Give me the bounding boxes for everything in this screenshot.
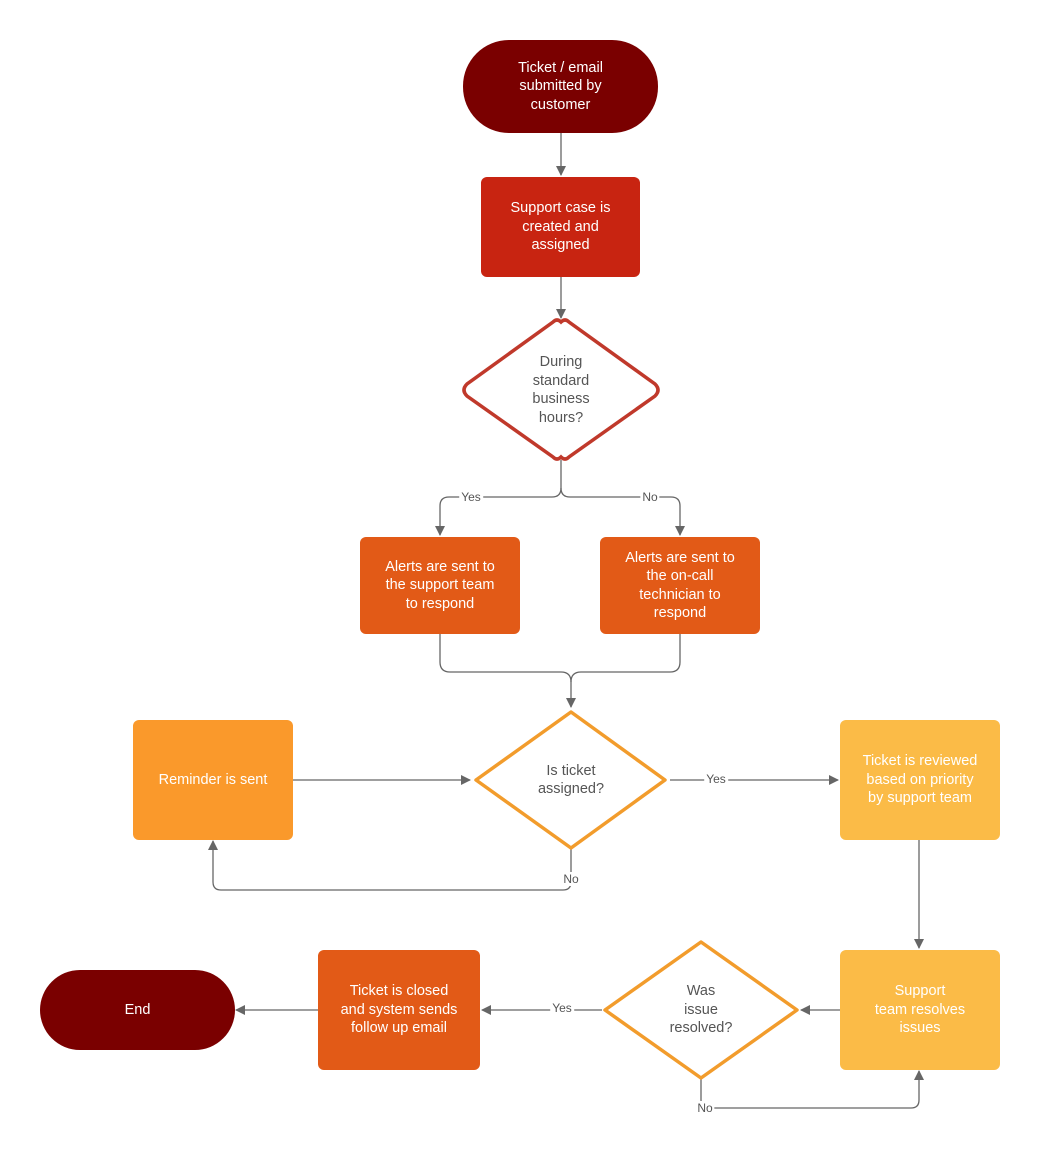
reviewed-process: Ticket is reviewed based on priority by … [840,720,1000,840]
alert-support-label: Alerts are sent to the support team to r… [385,558,495,612]
decision-was-resolved-shape [603,940,799,1080]
reminder-label: Reminder is sent [158,771,268,788]
edge-oncall-to-merge [570,634,681,683]
start-label: Ticket / email submitted by customer [518,59,603,113]
end-label: End [124,1001,151,1018]
resolves-process: Support team resolves issues [840,950,1000,1070]
alert-oncall-process: Alerts are sent to the on-call technicia… [600,537,760,634]
is-assigned-label: Is ticket assigned? [537,762,605,798]
resolves-label: Support team resolves issues [874,983,966,1037]
assigned-no-label: No [561,872,581,886]
business-hours-label: During standard business hours? [532,354,590,426]
edge-hours-no [560,487,685,536]
edge-resolved-no [700,1070,924,1109]
hours-no-label: No [640,490,660,504]
edge-hours-yes [435,460,562,536]
alert-oncall-label: Alerts are sent to the on-call technicia… [625,549,735,622]
resolved-no-label: No [695,1101,715,1115]
closed-label: Ticket is closed and system sends follow… [340,983,458,1037]
edge-assigned-no [208,840,572,891]
edge-support-to-merge [439,634,576,708]
reminder-process: Reminder is sent [133,720,293,840]
decision-business-hours-shape [462,318,660,461]
business-hours-decision: During standard business hours? [501,340,621,440]
resolved-yes-label: Yes [550,1001,574,1015]
was-resolved-label: Was issue resolved? [669,983,733,1037]
decision-shapes [462,318,799,1080]
was-resolved-decision: Was issue resolved? [641,975,761,1045]
end-terminal: End [40,970,235,1050]
start-terminal: Ticket / email submitted by customer [463,40,658,133]
case-created-process: Support case is created and assigned [481,177,640,277]
alert-support-process: Alerts are sent to the support team to r… [360,537,520,634]
is-assigned-decision: Is ticket assigned? [511,750,631,810]
closed-process: Ticket is closed and system sends follow… [318,950,480,1070]
reviewed-label: Ticket is reviewed based on priority by … [862,753,978,807]
hours-yes-label: Yes [459,490,483,504]
case-created-label: Support case is created and assigned [510,200,611,254]
assigned-yes-label: Yes [704,772,728,786]
decision-is-assigned-shape [474,710,667,850]
